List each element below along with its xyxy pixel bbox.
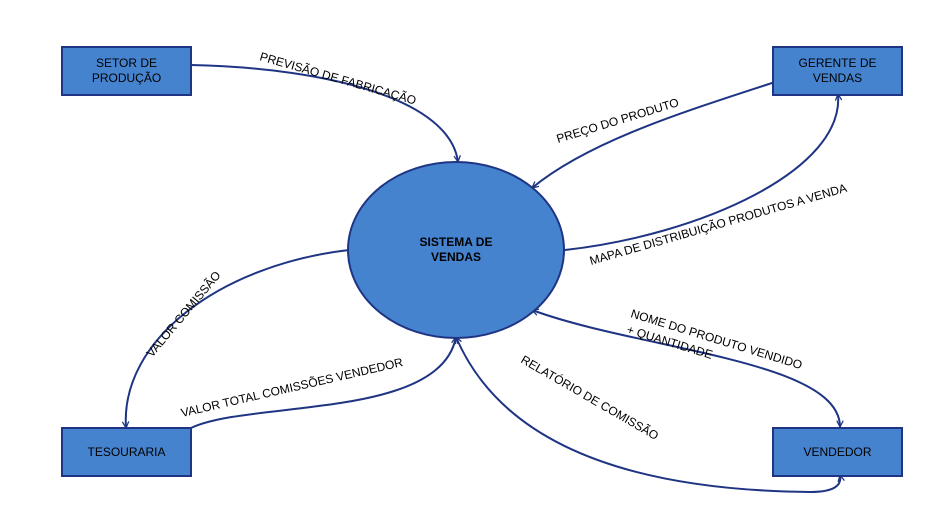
- vendedor-label: VENDEDOR: [803, 445, 871, 459]
- entity-setor-producao: SETOR DE PRODUÇÃO: [61, 46, 192, 96]
- flow-preco-line: [532, 81, 776, 188]
- setor-label-line2: PRODUÇÃO: [92, 71, 161, 85]
- gerente-label-line1: GERENTE DE: [798, 56, 876, 70]
- flow-previsao-line: [190, 64, 458, 162]
- sistema-vendas-process: [347, 161, 565, 339]
- flow-valor-total-line: [190, 337, 456, 429]
- setor-label-line1: SETOR DE: [96, 56, 157, 70]
- entity-gerente-vendas: GERENTE DE VENDAS: [772, 46, 903, 96]
- entity-tesouraria: TESOURARIA: [61, 427, 192, 477]
- entity-vendedor: VENDEDOR: [772, 427, 903, 477]
- center-label-line2: VENDAS: [431, 250, 481, 264]
- flow-relatorio-line: [456, 337, 840, 494]
- flow-valor-comissao-line: [126, 249, 350, 428]
- label-relatorio: RELATÓRIO DE COMISSÃO: [519, 352, 662, 443]
- center-label-line1: SISTEMA DE: [420, 235, 493, 249]
- tesouraria-label: TESOURARIA: [87, 445, 165, 459]
- label-valor-comissao: VALOR COMISSÃO: [144, 268, 224, 360]
- flow-mapa-line: [564, 94, 838, 251]
- label-mapa: MAPA DE DISTRIBUIÇÃO PRODUTOS A VENDA: [588, 181, 848, 268]
- label-previsao: PREVISÃO DE FABRICAÇÃO: [258, 49, 418, 107]
- gerente-label-line2: VENDAS: [813, 71, 862, 85]
